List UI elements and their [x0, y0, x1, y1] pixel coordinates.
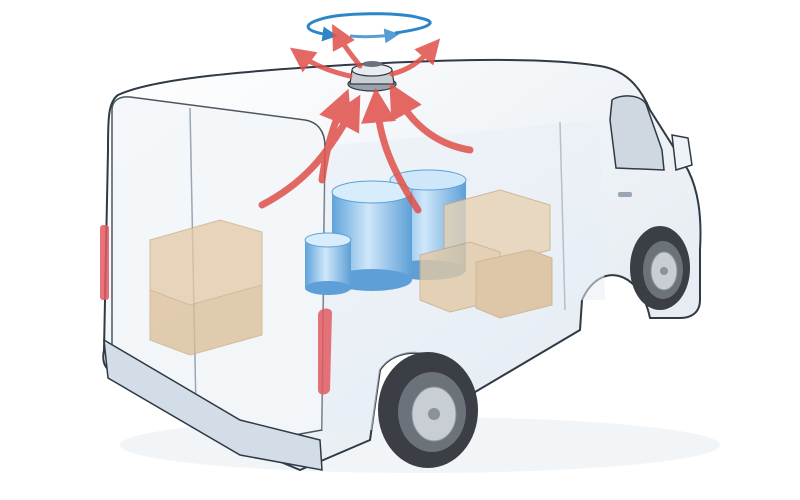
cab	[609, 95, 693, 197]
rotation-indicator	[306, 12, 432, 44]
door-handle-icon	[618, 192, 632, 197]
tail-light-left-icon	[100, 225, 109, 300]
airflow-arrows	[258, 23, 474, 214]
cardboard-box-icon	[149, 284, 263, 356]
airflow-arrow-icon	[389, 38, 441, 77]
sliding-door-line	[559, 121, 566, 311]
front-wheel	[630, 226, 690, 310]
tail-light-right-icon	[318, 308, 332, 395]
cab-window	[609, 95, 665, 171]
cargo-boxes-side	[419, 189, 553, 319]
airflow-arrow-icon	[389, 82, 474, 154]
rotation-arrow-icon	[349, 28, 400, 44]
rear-wheel	[378, 352, 478, 468]
airflow-arrow-icon	[361, 87, 422, 214]
rear-bumper	[103, 338, 323, 471]
side-mirror-icon	[671, 134, 693, 171]
rotation-arrow-icon	[306, 12, 432, 42]
cardboard-box-icon	[475, 249, 553, 319]
airflow-arrow-icon	[318, 88, 352, 184]
airflow-arrow-icon	[332, 23, 363, 69]
cylindrical-drum-icon	[304, 232, 352, 295]
airflow-arrow-icon	[289, 47, 353, 79]
cargo-boxes-rear	[149, 219, 263, 356]
